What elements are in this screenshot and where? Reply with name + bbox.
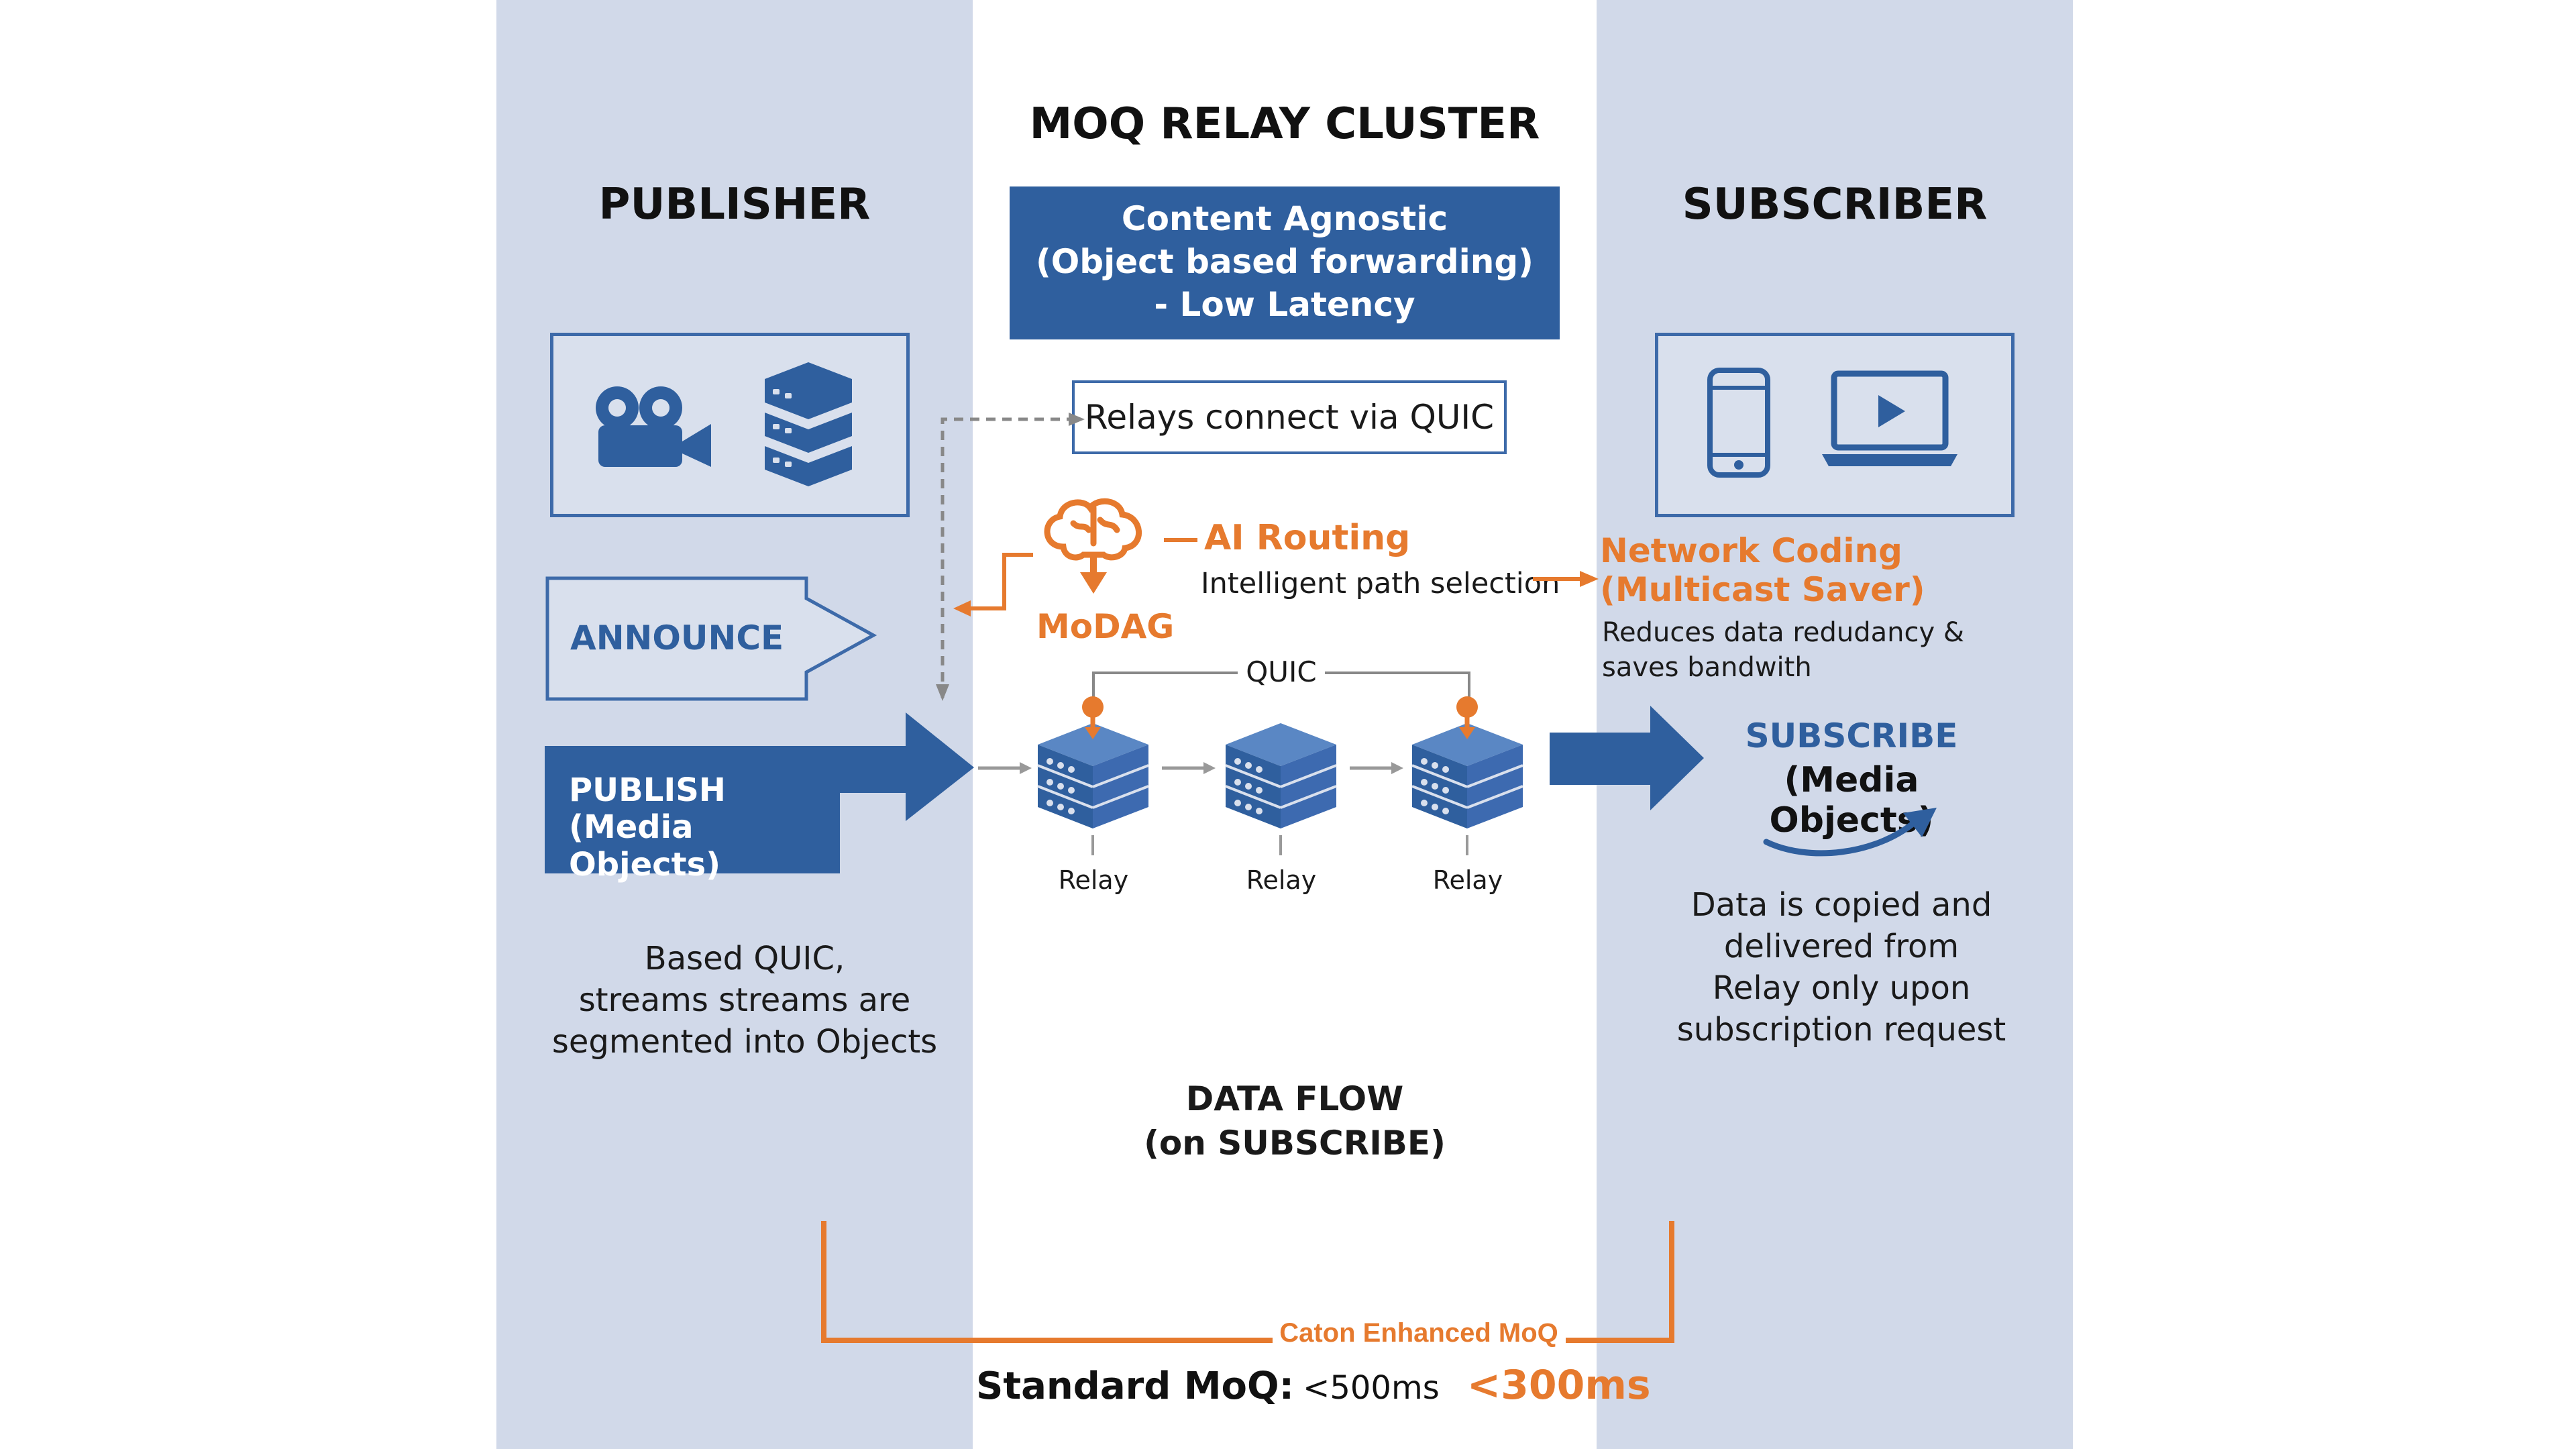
latency-line: Standard MoQ: <500ms <300ms (976, 1362, 1651, 1409)
subscriber-desc-line3: Relay only upon (1712, 969, 1971, 1007)
relay-server-1 (1037, 696, 1149, 828)
publisher-desc-line2: streams streams are (578, 981, 911, 1019)
subscriber-desc-line4: subscription request (1676, 1011, 2006, 1049)
network-coding-line2: (Multicast Saver) (1600, 570, 1925, 609)
content-agnostic-box: Content Agnostic (Object based forwardin… (1010, 186, 1560, 339)
orange-arrow-to-network-coding (1533, 571, 1599, 587)
publish-arrow (545, 712, 974, 873)
content-agnostic-line1: Content Agnostic (1121, 199, 1448, 238)
relay-label-2: Relay (1246, 865, 1317, 895)
publish-label-line2: (Media Objects) (569, 808, 721, 883)
standard-moq-label: Standard MoQ: (976, 1364, 1295, 1408)
caton-moq-value: <300ms (1466, 1362, 1651, 1409)
announce-arrow (545, 576, 877, 701)
network-coding-line1: Network Coding (1600, 531, 1902, 570)
modag-elbow-arrow (953, 553, 1033, 616)
relays-connect-text: Relays connect via QUIC (1084, 398, 1495, 437)
modag-label: MoDAG (1036, 607, 1175, 646)
relay-ticks (1091, 835, 1468, 855)
ai-routing-dash (1164, 538, 1197, 542)
standard-moq-value: <500ms (1303, 1369, 1440, 1407)
curved-arrow-icon (1763, 808, 1937, 857)
subscriber-desc-line1: Data is copied and (1690, 886, 1992, 924)
publisher-desc-line1: Based QUIC, (644, 940, 845, 977)
ai-routing-label: AI Routing (1204, 518, 1411, 558)
data-flow-label: DATA FLOW (on SUBSCRIBE) (1107, 1077, 1483, 1165)
quic-label: QUIC (1246, 655, 1317, 688)
publisher-desc-line3: segmented into Objects (551, 1023, 938, 1061)
laptop-play-icon (1822, 370, 1957, 466)
subscriber-heading: SUBSCRIBER (1682, 180, 1988, 229)
subscribe-label: SUBSCRIBE (1745, 716, 1958, 755)
relay-3-brain-marker (1456, 696, 1478, 739)
relay-server-3 (1411, 696, 1523, 828)
publisher-heading: PUBLISHER (598, 180, 871, 229)
data-flow-line1: DATA FLOW (1185, 1079, 1404, 1118)
smartphone-icon (1707, 368, 1770, 478)
content-agnostic-line2: (Object based forwarding) (1035, 242, 1534, 281)
publisher-description: Based QUIC, streams streams are segmente… (537, 938, 953, 1063)
relay-1-brain-marker (1082, 696, 1104, 739)
cluster-heading: MOQ RELAY CLUSTER (1029, 99, 1540, 149)
caton-bracket (821, 1221, 1674, 1343)
relay-arrows (978, 762, 1403, 774)
video-camera-icon (596, 386, 711, 467)
brain-icon (1044, 498, 1142, 594)
relay-label-1: Relay (1058, 865, 1129, 895)
reduces-line2: saves bandwith (1602, 652, 1812, 683)
caton-enhanced-label: Caton Enhanced MoQ (1279, 1318, 1558, 1348)
subscriber-description: Data is copied and delivered from Relay … (1637, 884, 2046, 1051)
subscribe-sublabel: (Media Objects) (1769, 760, 1934, 841)
subscribe-arrow (1550, 706, 1704, 810)
content-agnostic-line3: - Low Latency (1154, 285, 1415, 324)
path-selection-label: Intelligent path selection (1201, 567, 1560, 600)
server-stack-icon (765, 362, 852, 486)
reduces-line1: Reduces data redudancy & (1602, 617, 1965, 648)
dashed-connector (936, 413, 1085, 701)
data-flow-line2: (on SUBSCRIBE) (1144, 1124, 1446, 1163)
subscriber-column-bg (1597, 0, 2073, 1449)
announce-label: ANNOUNCE (570, 619, 784, 657)
relay-server-2 (1225, 723, 1337, 828)
subscriber-desc-line2: delivered from (1723, 928, 1960, 965)
publisher-column-bg (496, 0, 973, 1449)
publish-label-line1: PUBLISH (569, 771, 726, 809)
relay-label-3: Relay (1432, 865, 1503, 895)
